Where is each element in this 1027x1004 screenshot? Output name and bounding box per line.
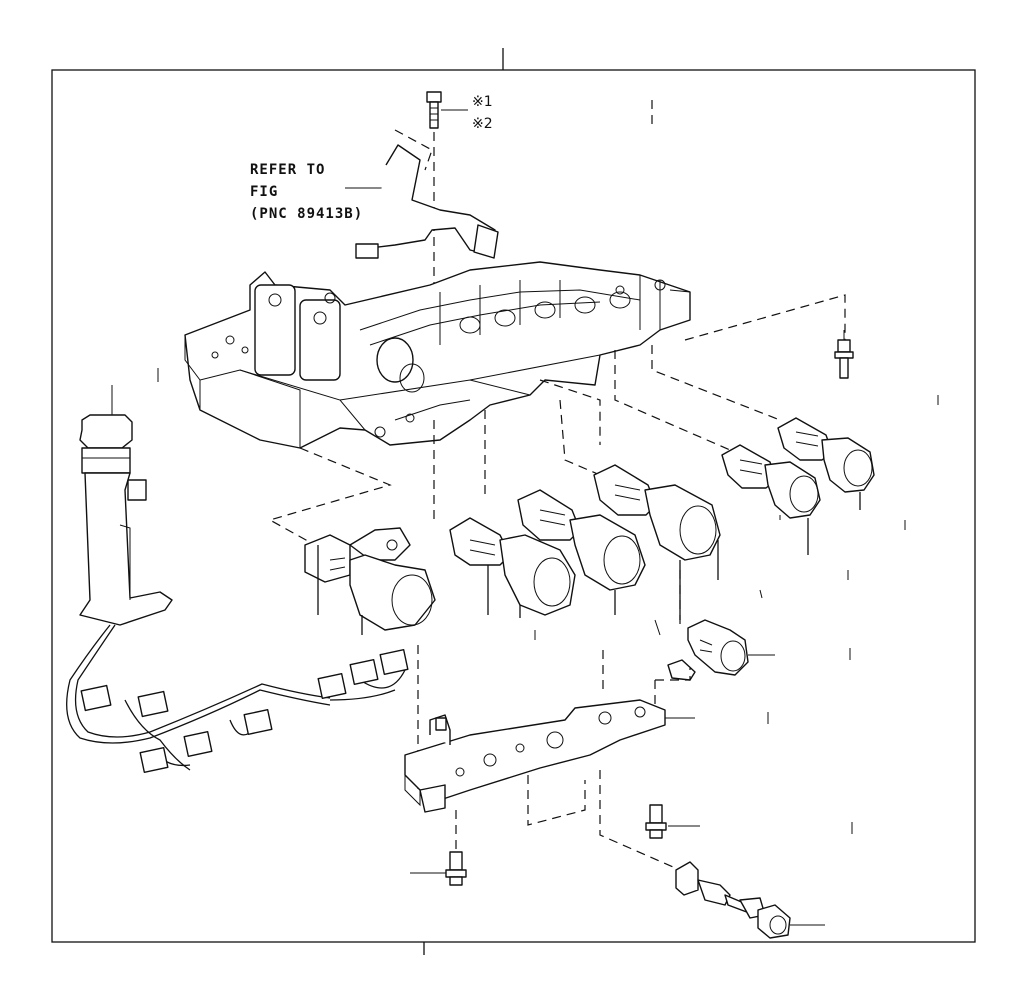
guide-right-bolt	[684, 294, 846, 341]
shift-solenoid-valve-sr[interactable]	[759, 417, 906, 834]
refer-note-line1: REFER TO	[250, 162, 325, 178]
guide-sr	[651, 345, 781, 421]
right-bolt[interactable]	[834, 330, 854, 379]
guide-s3b	[539, 379, 601, 445]
guide-rod	[599, 770, 681, 871]
guide-plate-bottom	[527, 775, 586, 826]
shift-solenoid-valve-slt[interactable]	[667, 570, 775, 681]
mark-1-label: ※1	[472, 94, 493, 110]
solenoid-wire-harness[interactable]	[66, 385, 409, 773]
lower-bolt-1[interactable]	[645, 804, 700, 839]
guide-sl	[268, 447, 392, 546]
manual-valve-lever-plate[interactable]	[404, 699, 695, 813]
lower-bolt-2[interactable]	[410, 851, 467, 886]
shift-solenoid-valve-sl[interactable]	[304, 527, 436, 635]
guide-s3	[559, 399, 601, 476]
diagram-frame	[51, 69, 976, 943]
shift-solenoid-valve-s4[interactable]	[721, 444, 821, 555]
refer-note-line2: FIG	[250, 184, 278, 200]
guide-plate-3	[655, 668, 691, 681]
refer-note-line3: (PNC 89413B)	[250, 206, 363, 222]
mark-2-label: ※2	[472, 116, 493, 132]
guide-s4	[614, 350, 731, 451]
valve-body-assembly[interactable]	[184, 261, 691, 449]
detent-spring-rod[interactable]	[675, 861, 825, 939]
shift-solenoid-valve-s1[interactable]	[449, 517, 576, 640]
shift-solenoid-valve-s2[interactable]	[517, 489, 646, 615]
wiring-bracket[interactable]	[355, 129, 499, 259]
top-bolt[interactable]	[426, 91, 468, 129]
